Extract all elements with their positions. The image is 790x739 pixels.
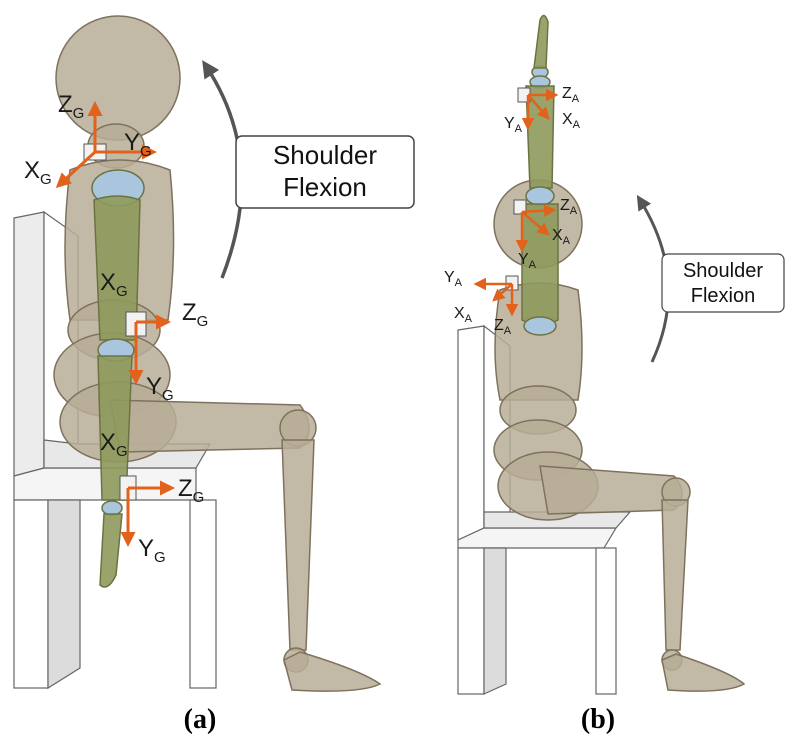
label-yg-neck: YG [124,129,152,160]
label-zg-upper: ZG [182,299,208,330]
panel-a-label: (a) [184,704,217,735]
callout-b: Shoulder Flexion [662,254,784,312]
foot-b [662,654,744,691]
callout-b-line1: Shoulder [683,260,763,282]
shin-b [662,500,688,650]
panel-b: ZA YA XA ZA XA YA YA XA ZA Shoulder Flex… [444,15,784,735]
callout-b-line2: Flexion [691,285,755,307]
label-ya-back: YA [444,269,463,289]
label-za-forearm: ZA [562,85,580,105]
label-ya-forearm: YA [504,115,523,135]
callout-a: Shoulder Flexion [236,136,414,208]
thigh-b [540,466,682,514]
panel-b-label: (b) [581,704,615,735]
label-xa-back: XA [454,305,473,325]
thigh-a [110,400,309,452]
callout-a-line2: Flexion [283,172,367,202]
label-xg-neck: XG [24,157,52,188]
panel-a: ZG YG XG XG ZG YG XG ZG YG Shoulder Flex… [14,16,414,735]
label-xa-forearm: XA [562,111,581,131]
arm-b [522,15,558,335]
foot-a [284,652,380,691]
hand-b [534,15,548,68]
label-zg-lower: ZG [178,475,204,506]
shin-a [282,440,314,650]
hand-a [100,514,122,587]
label-yg-lower: YG [138,535,166,566]
callout-a-line1: Shoulder [273,140,377,170]
